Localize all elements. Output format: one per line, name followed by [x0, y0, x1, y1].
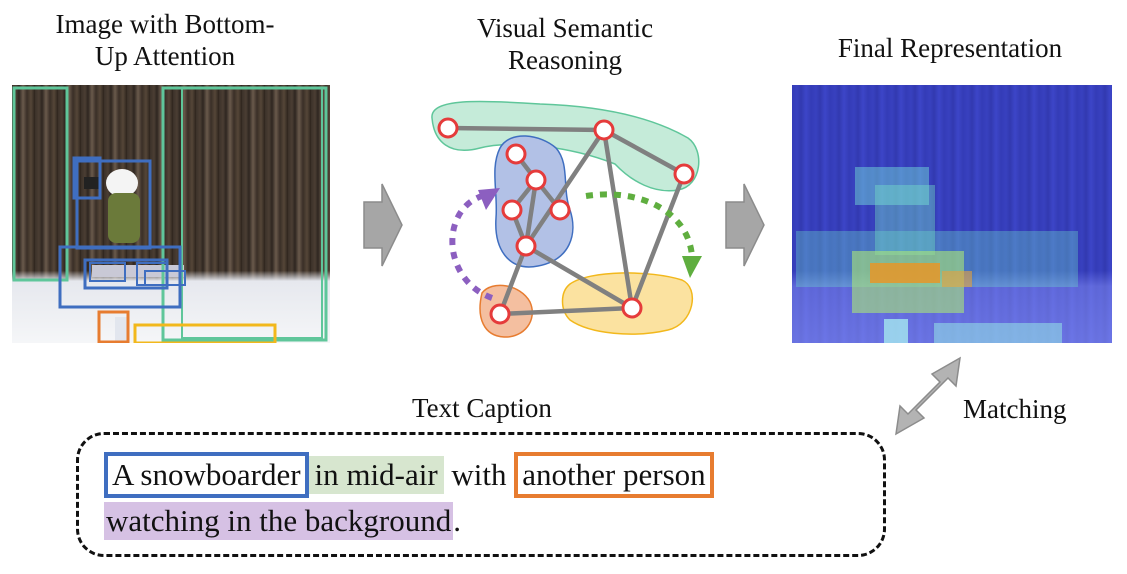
reasoning-title-line2: Reasoning — [508, 45, 622, 75]
heat-region-1 — [855, 167, 929, 205]
graph-nodes — [437, 117, 695, 325]
matching-arrow-icon — [895, 356, 961, 436]
reasoning-graph — [431, 100, 702, 338]
yellow-box — [133, 323, 277, 343]
heat-region-7 — [934, 323, 1062, 343]
green-box-1 — [12, 86, 69, 282]
caption-connector: with — [451, 457, 507, 492]
caption-segment-mid-air: in mid-air — [308, 456, 444, 494]
caption-box — [76, 432, 886, 557]
heat-region-6 — [884, 319, 908, 343]
green-box-2 — [161, 86, 328, 342]
graph-edges — [445, 125, 687, 317]
final-title: Final Representation — [837, 33, 1063, 63]
green-region — [431, 100, 700, 192]
final-representation-image — [792, 85, 1112, 343]
arrow-2-icon — [725, 183, 765, 267]
blue-box-5 — [89, 262, 126, 282]
snowboard-photo — [12, 85, 330, 343]
heat-hotspot — [870, 263, 940, 283]
caption-line-2: watching in the background. — [104, 502, 461, 540]
heat-region-2 — [875, 185, 935, 255]
green-box-3 — [181, 87, 323, 339]
matching-label: Matching — [963, 394, 1067, 424]
orange-box — [97, 310, 130, 343]
caption-end: . — [453, 503, 461, 538]
text-caption-label: Text Caption — [412, 393, 552, 423]
heat-region-5 — [942, 271, 972, 287]
attention-boxes — [12, 86, 328, 343]
green-arrowhead-icon — [682, 256, 702, 278]
blue-box-7 — [144, 270, 186, 286]
reasoning-title: Visual Semantic Reasoning — [410, 12, 720, 76]
image-title: Image with Bottom- Up Attention — [10, 8, 320, 72]
rider-head — [106, 169, 138, 197]
other-person — [115, 317, 129, 341]
image-title-line1: Image with Bottom- — [55, 9, 275, 39]
purple-arrowhead-icon — [478, 188, 500, 210]
reasoning-title-line1: Visual Semantic — [476, 13, 654, 43]
rider-body — [108, 193, 140, 243]
green-dashed-arrow — [585, 191, 695, 257]
arrow-1-icon — [363, 183, 403, 267]
caption-segment-watching: watching in the background — [104, 502, 454, 540]
caption-segment-snowboarder: A snowboarder — [104, 452, 309, 498]
caption-segment-another-person: another person — [514, 452, 714, 498]
blue-box-3 — [58, 245, 182, 309]
purple-dashed-arrow — [449, 193, 494, 301]
blue-box-1 — [72, 156, 102, 200]
rider-goggles — [84, 177, 100, 189]
image-title-line2: Up Attention — [94, 41, 236, 71]
